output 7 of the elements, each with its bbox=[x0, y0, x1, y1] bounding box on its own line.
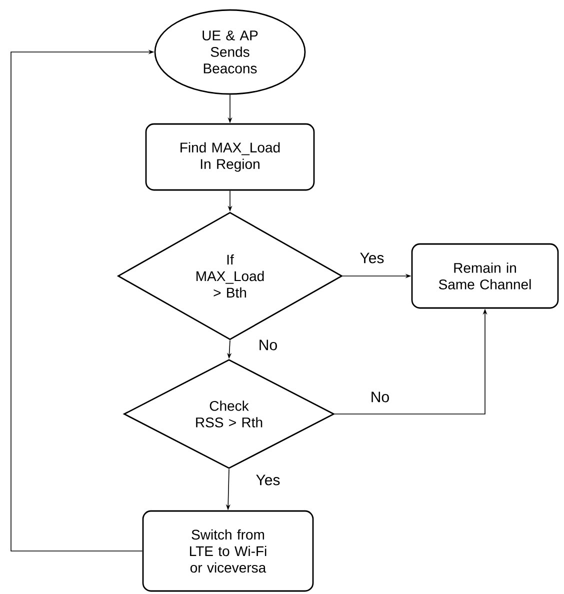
edge-label: Yes bbox=[254, 474, 282, 486]
process-box: Switch from LTE to Wi-Fi or viceversa bbox=[142, 510, 314, 592]
edge-label: Yes bbox=[358, 252, 386, 264]
edge-label: No bbox=[257, 338, 279, 352]
process-box: Remain in Same Channel bbox=[411, 243, 559, 309]
process-box: Find MAX_Load In Region bbox=[145, 123, 315, 191]
edge-label: No bbox=[369, 390, 391, 404]
